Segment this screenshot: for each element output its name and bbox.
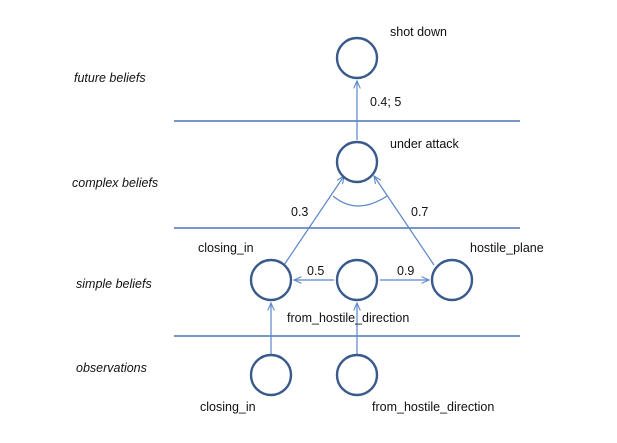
conjunction-arc [332,195,388,207]
node-closing-in [249,258,293,302]
node-under-attack [335,140,379,184]
edge-closing-in-to-under-attack [283,176,344,266]
layer-label-simple: simple beliefs [76,277,152,291]
edge-label-closing-in-to-under-attack: 0.3 [291,205,308,219]
node-from-hostile-direction [335,258,379,302]
layer-label-complex: complex beliefs [72,176,158,190]
label-obs-from-hostile-direction: from_hostile_direction [372,400,494,414]
node-hostile-plane [430,258,474,302]
label-obs-closing-in: closing_in [200,400,256,414]
edge-label-direction-to-hostile-plane: 0.9 [397,264,414,278]
edge-label-direction-to-closing-in: 0.5 [307,264,324,278]
node-obs-from-hostile-direction [335,353,379,397]
layer-label-observations: observations [76,361,147,375]
edge-label-hostile-plane-to-under-attack: 0.7 [411,205,428,219]
edge-label-under-attack-to-shot-down: 0.4; 5 [370,95,401,109]
label-shot-down: shot down [390,25,447,39]
label-under-attack: under attack [390,137,460,151]
node-shot-down [335,36,379,80]
layer-label-future: future beliefs [74,71,146,85]
edge-hostile-plane-to-under-attack [374,176,435,266]
label-closing-in: closing_in [198,241,254,255]
label-hostile-plane: hostile_plane [470,241,544,255]
label-from-hostile-direction: from_hostile_direction [287,311,409,325]
node-obs-closing-in [249,353,293,397]
